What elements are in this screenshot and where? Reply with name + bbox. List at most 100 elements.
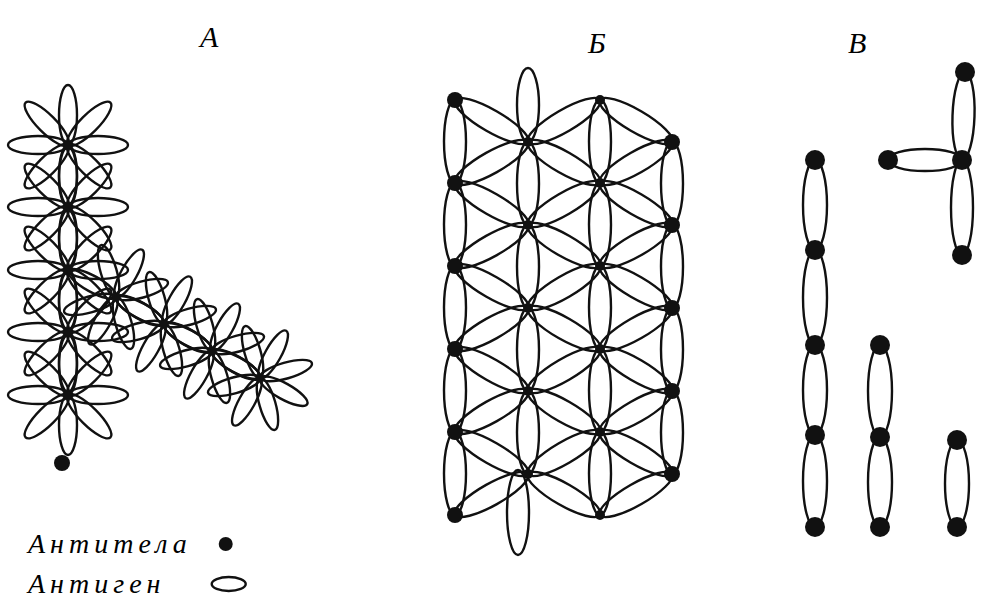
antigen-ellipse bbox=[888, 149, 962, 171]
antibody-dot bbox=[64, 391, 72, 399]
antibody-dot bbox=[595, 427, 605, 437]
antigen-ellipses bbox=[8, 68, 976, 555]
antibody-dot bbox=[664, 134, 680, 150]
antibody-dot bbox=[952, 245, 972, 265]
antigen-ellipse bbox=[258, 355, 314, 385]
antibody-dot bbox=[64, 266, 72, 274]
antigen-ellipse bbox=[212, 577, 246, 591]
antigen-ellipse bbox=[19, 283, 74, 338]
antigen-ellipse bbox=[523, 298, 606, 358]
antigen-ellipse bbox=[62, 346, 117, 401]
antibody-dot bbox=[805, 425, 825, 445]
antigen-ellipse bbox=[19, 221, 74, 276]
antigen-ellipse bbox=[661, 225, 683, 308]
antigen-ellipse bbox=[109, 246, 149, 301]
antibody-dot bbox=[447, 92, 463, 108]
antigen-ellipse bbox=[19, 264, 74, 319]
antibody-dot bbox=[870, 427, 890, 447]
antibody-dot bbox=[447, 424, 463, 440]
antibody-dot bbox=[447, 258, 463, 274]
antigen-ellipse bbox=[209, 345, 264, 385]
antibody-dot bbox=[447, 341, 463, 357]
antigen-ellipse bbox=[161, 318, 216, 358]
antigen-ellipse bbox=[523, 215, 606, 275]
antigen-ellipse bbox=[523, 132, 606, 192]
antibody-dot bbox=[523, 137, 533, 147]
antibody-dot bbox=[664, 383, 680, 399]
antibody-dot bbox=[664, 466, 680, 482]
antigen-ellipse bbox=[253, 327, 293, 382]
antigen-ellipse bbox=[507, 470, 529, 555]
antigen-ellipse bbox=[868, 345, 892, 437]
panel-letter: А bbox=[200, 22, 218, 52]
antibody-dot bbox=[870, 335, 890, 355]
antibody-dot bbox=[947, 517, 967, 537]
antibody-dot bbox=[805, 150, 825, 170]
antibody-swatch bbox=[219, 537, 233, 551]
antibody-dot bbox=[595, 344, 605, 354]
antigen-ellipse bbox=[868, 437, 892, 527]
antigen-ellipse bbox=[522, 422, 605, 483]
antigen-ellipse bbox=[803, 345, 827, 435]
antigen-ellipse bbox=[661, 391, 683, 474]
antigen-ellipse bbox=[62, 96, 117, 151]
antibody-dot bbox=[208, 347, 216, 355]
antibody-dot bbox=[664, 300, 680, 316]
antibody-dot bbox=[947, 430, 967, 450]
antigen-ellipse bbox=[62, 389, 117, 444]
antigen-ellipse bbox=[803, 435, 827, 527]
antibody-dot bbox=[256, 374, 264, 382]
antibody-dot bbox=[523, 220, 533, 230]
antibody-dot bbox=[664, 217, 680, 233]
antibody-dot bbox=[523, 303, 533, 313]
antigen-swatch bbox=[212, 577, 246, 591]
antibody-dot bbox=[64, 141, 72, 149]
antibody-dot bbox=[160, 320, 168, 328]
antigen-ellipse bbox=[19, 139, 74, 194]
antibody-dot bbox=[54, 455, 70, 471]
antigen-ellipse bbox=[62, 201, 117, 256]
antigen-ellipse bbox=[951, 72, 976, 161]
antibody-dot bbox=[112, 293, 120, 301]
antigen-ellipse bbox=[522, 173, 605, 234]
antibody-dot bbox=[595, 510, 605, 520]
antigen-ellipse bbox=[19, 326, 74, 381]
antibody-dot bbox=[447, 175, 463, 191]
panel-letter: В bbox=[848, 28, 866, 58]
antibody-dot bbox=[64, 328, 72, 336]
panel-letter: Б bbox=[588, 28, 606, 58]
antibody-dot bbox=[523, 386, 533, 396]
antibody-dot bbox=[878, 150, 898, 170]
antibody-dot bbox=[955, 62, 975, 82]
antigen-ellipse bbox=[661, 142, 683, 225]
legend-text: Антитела bbox=[28, 530, 192, 558]
antigen-ellipse bbox=[62, 139, 117, 194]
antibody-dot bbox=[952, 150, 972, 170]
antigen-ellipse bbox=[157, 273, 197, 328]
antigen-ellipse bbox=[62, 158, 117, 213]
antibody-dot bbox=[595, 95, 605, 105]
antigen-ellipse bbox=[19, 346, 74, 401]
antigen-ellipse bbox=[522, 90, 605, 151]
antigen-ellipse bbox=[19, 96, 74, 151]
antigen-ellipse bbox=[227, 374, 267, 429]
antigen-ellipse bbox=[523, 381, 606, 441]
antigen-ellipse bbox=[951, 160, 973, 255]
antibody-dot bbox=[64, 203, 72, 211]
antigen-ellipse bbox=[113, 291, 168, 331]
antibody-dot bbox=[870, 517, 890, 537]
antibody-dot bbox=[805, 517, 825, 537]
antigen-ellipse bbox=[19, 201, 74, 256]
antibody-dots bbox=[54, 62, 975, 537]
antigen-ellipse bbox=[522, 256, 605, 317]
antigen-ellipse bbox=[205, 300, 245, 355]
antigen-ellipse bbox=[945, 440, 969, 527]
antigen-ellipse bbox=[522, 339, 605, 400]
antigen-ellipse bbox=[19, 389, 74, 444]
antibody-dot bbox=[447, 507, 463, 523]
antibody-dot bbox=[805, 335, 825, 355]
antibody-dot bbox=[595, 261, 605, 271]
antigen-ellipse bbox=[517, 68, 539, 142]
